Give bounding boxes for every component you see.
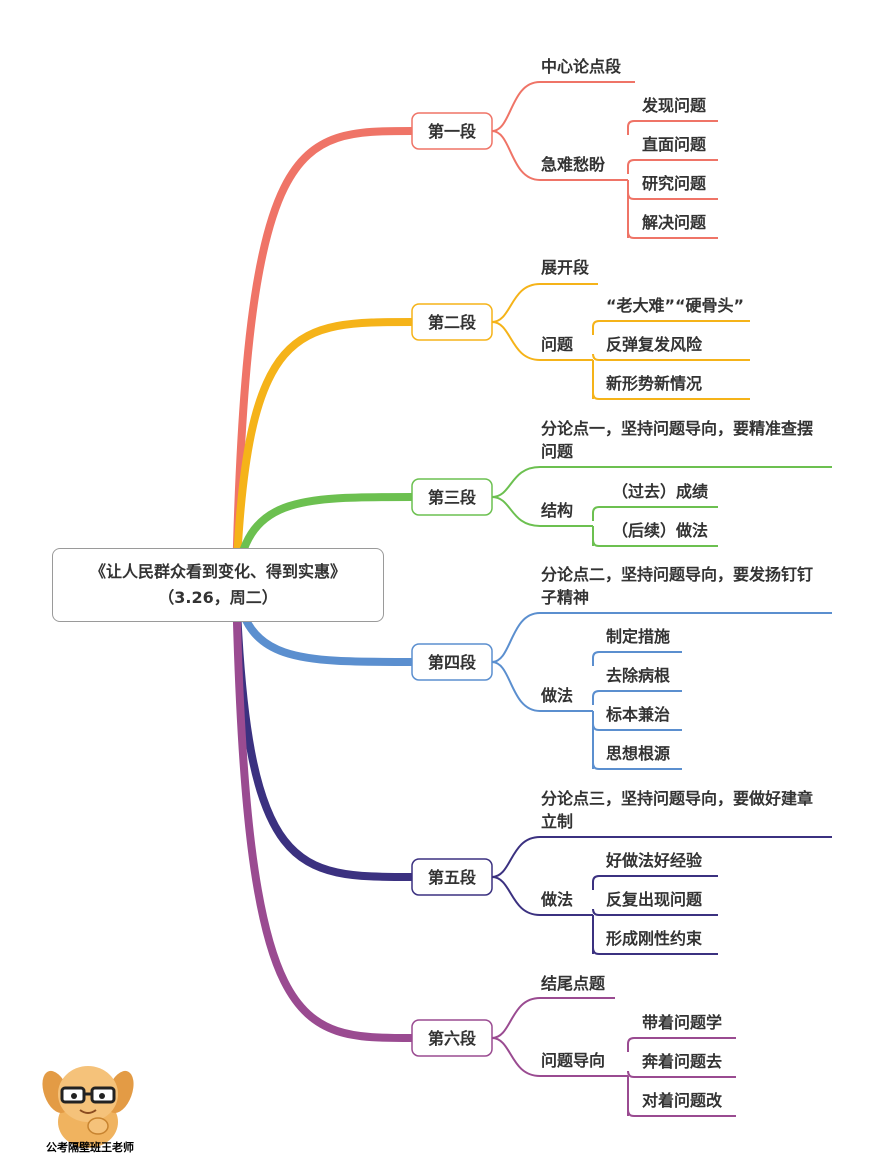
leaf-topic-text: 新形势新情况	[606, 374, 702, 393]
branch-label: 第四段	[428, 653, 477, 672]
leaf-topic-text: 形成刚性约束	[606, 929, 703, 948]
main-branch-curve	[232, 580, 416, 1042]
leaf-underline	[627, 1037, 736, 1052]
leaf-underline	[592, 392, 750, 400]
branch-label: 第一段	[428, 122, 477, 141]
sub-topic-text: 分论点三，坚持问题导向，要做好建章	[541, 789, 813, 808]
sub-topic-text: 问题	[541, 442, 574, 461]
leaf-topic-text: 标本兼治	[605, 705, 670, 724]
branch-label: 第五段	[428, 868, 477, 887]
root-topic[interactable]: 《让人民群众看到变化、得到实惠》 （3.26，周二）	[52, 548, 384, 622]
sub-branch-connector	[491, 321, 593, 361]
leaf-topic-text: 去除病根	[606, 666, 670, 685]
leaf-topic-text: 直面问题	[642, 135, 707, 154]
leaf-underline	[592, 762, 682, 770]
main-branch-curve	[232, 318, 416, 588]
branch-box	[411, 1019, 493, 1057]
sub-branch-connector	[491, 876, 593, 916]
leaf-topic-text: 带着问题学	[642, 1013, 722, 1032]
sub-topic-text: 立制	[541, 812, 573, 831]
leaf-underline	[627, 1070, 736, 1078]
leaf-topic-text: 对着问题改	[642, 1091, 723, 1110]
leaf-underline	[592, 539, 718, 547]
branch-label: 第三段	[428, 488, 477, 507]
branch-box	[411, 643, 493, 681]
leaf-topic-text: 反弹复发风险	[606, 335, 703, 354]
leaf-topic-text: 反复出现问题	[606, 890, 703, 909]
sub-branch-connector	[491, 496, 593, 527]
leaf-underline	[592, 875, 718, 890]
leaf-topic-text: “老大难”“硬骨头”	[606, 296, 744, 315]
leaf-underline	[592, 651, 682, 666]
leaf-underline	[592, 320, 750, 335]
leaf-topic-text: 发现问题	[641, 96, 707, 115]
branch-box	[411, 478, 493, 516]
sub-topic-text: 结构	[540, 501, 573, 520]
sub-branch-connector	[491, 466, 832, 498]
leaf-underline	[627, 231, 718, 239]
sub-topic-text: 分论点一，坚持问题导向，要精准查摆	[541, 419, 813, 438]
sub-branch-connector	[491, 612, 832, 663]
sub-branch-connector	[491, 661, 593, 712]
leaf-underline	[592, 723, 682, 731]
leaf-underline	[627, 1109, 736, 1117]
leaf-underline	[592, 908, 718, 916]
leaf-underline	[627, 159, 718, 174]
sub-topic-text: 问题导向	[541, 1051, 605, 1070]
sub-branch-connector	[491, 997, 615, 1039]
leaf-topic-text: 研究问题	[642, 174, 707, 193]
sub-branch-connector	[491, 836, 832, 878]
sub-branch-connector	[491, 1037, 628, 1077]
main-branch-curve	[232, 580, 416, 881]
leaf-underline	[592, 690, 682, 705]
leaf-underline	[592, 947, 718, 955]
branch-label: 第二段	[428, 313, 477, 332]
leaf-topic-text: 解决问题	[642, 213, 707, 232]
leaf-topic-text: （后续）做法	[612, 521, 708, 540]
sub-topic-text: 子精神	[541, 588, 589, 607]
root-title: 《让人民群众看到变化、得到实惠》	[89, 562, 346, 581]
sub-branch-connector	[491, 130, 628, 181]
leaf-underline	[627, 192, 718, 200]
branch-label: 第六段	[428, 1029, 477, 1048]
main-branch-curve	[232, 127, 416, 588]
leaf-topic-text: 奔着问题去	[641, 1052, 722, 1071]
root-subtitle: （3.26，周二）	[158, 588, 278, 607]
leaf-underline	[592, 353, 750, 361]
branch-box	[411, 303, 493, 341]
leaf-topic-text: 制定措施	[606, 627, 670, 646]
sub-topic-text: 急难愁盼	[541, 155, 605, 174]
leaf-topic-text: 好做法好经验	[605, 851, 703, 870]
sub-topic-text: 做法	[540, 890, 573, 909]
sub-topic-text: 分论点二，坚持问题导向，要发扬钉钉	[541, 565, 813, 584]
branch-box	[411, 858, 493, 896]
leaf-underline	[627, 120, 718, 135]
sub-branch-connector	[491, 81, 635, 132]
sub-topic-text: 展开段	[541, 258, 590, 277]
watermark-caption: 公考隔壁班王老师	[46, 1141, 134, 1154]
leaf-underline	[592, 506, 718, 521]
sub-branch-connector	[491, 283, 598, 323]
sub-topic-text: 问题	[541, 335, 574, 354]
sub-topic-text: 结尾点题	[540, 974, 606, 993]
sub-topic-text: 做法	[540, 686, 573, 705]
leaf-topic-text: 思想根源	[606, 744, 670, 763]
leaf-topic-text: （过去）成绩	[612, 482, 708, 501]
sub-topic-text: 中心论点段	[541, 57, 622, 76]
mascot-dog-logo	[42, 1066, 134, 1148]
branch-box	[411, 112, 493, 150]
